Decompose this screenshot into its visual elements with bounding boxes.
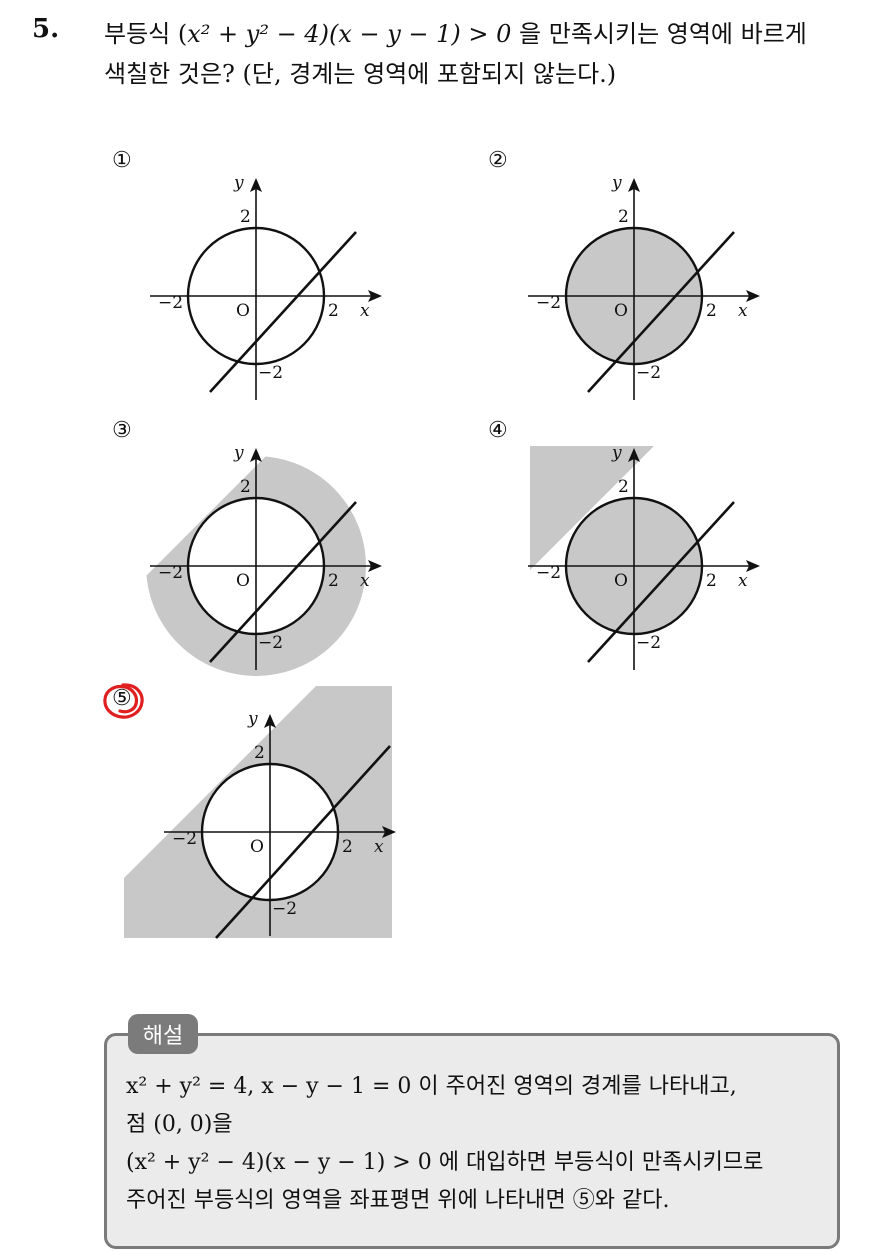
graph-3-origin: O <box>236 571 250 591</box>
solution-line-4: 주어진 부등식의 영역을 좌표평면 위에 나타내면 ⑤와 같다. <box>126 1188 670 1213</box>
graph-3-tick-xneg2: −2 <box>158 563 183 583</box>
graph-5-outer-shade <box>124 686 392 938</box>
graph-4-x-arrow-icon <box>746 560 760 572</box>
graph-1-x-arrow-icon <box>368 290 382 302</box>
graph-3-tick-x2: 2 <box>328 571 339 591</box>
solution-line-1: x² + y² = 4, x − y − 1 = 0 이 주어진 영역의 경계를… <box>126 1074 737 1099</box>
graph-4-x-label: x <box>738 571 748 591</box>
graph-3-line <box>209 501 357 663</box>
graph-1-y-label: y <box>233 173 244 193</box>
graph-2-line <box>587 231 735 393</box>
graph-2-y-arrow-icon <box>628 178 640 192</box>
graph-5-tick-xneg2: −2 <box>172 829 197 849</box>
choice-4-label[interactable]: ④ <box>488 418 508 443</box>
graph-choice-5: y 2 −2 O 2 x −2 <box>124 686 396 939</box>
choice-2-label[interactable]: ② <box>488 148 508 173</box>
graph-5-tick-yneg2: −2 <box>272 899 297 919</box>
graph-3-y-arrow-icon <box>250 448 262 462</box>
graph-3-tick-y2: 2 <box>240 477 251 497</box>
graph-5-x-label: x <box>374 837 384 857</box>
solution-line-3: (x² + y² − 4)(x − y − 1) > 0 에 대입하면 부등식이… <box>126 1150 764 1175</box>
graph-3-y-label: y <box>233 443 244 463</box>
question-line-1-post: 을 만족시키는 영역에 바르게 <box>511 20 807 48</box>
graph-4-tick-xneg2: −2 <box>536 563 561 583</box>
graph-1-y-arrow-icon <box>250 178 262 192</box>
graph-5-line <box>215 745 391 939</box>
graph-5-tick-x2: 2 <box>342 837 353 857</box>
graph-4-tick-yneg2: −2 <box>636 633 661 653</box>
graph-5-tick-y2: 2 <box>254 743 265 763</box>
question-line-1: 부등식 (x² + y² − 4)(x − y − 1) > 0 을 만족시키는… <box>104 14 874 54</box>
solution-line-2: 점 (0, 0)을 <box>126 1112 233 1137</box>
solution-tag: 해설 <box>128 1014 198 1054</box>
graph-choice-1: y 2 −2 O 2 x −2 <box>150 173 382 400</box>
choice-1-label[interactable]: ① <box>112 148 132 173</box>
graph-2-y-label: y <box>611 173 622 193</box>
question-line-2: 색칠한 것은? (단, 경계는 영역에 포함되지 않는다.) <box>104 60 617 88</box>
graph-2-x-label: x <box>738 301 748 321</box>
question-number: 5. <box>32 14 60 44</box>
graph-2-x-arrow-icon <box>746 290 760 302</box>
solution-box <box>104 1033 840 1249</box>
graph-4-y-label: y <box>611 443 622 463</box>
question-text: 부등식 (x² + y² − 4)(x − y − 1) > 0 을 만족시키는… <box>104 14 874 94</box>
graph-2-tick-x2: 2 <box>706 301 717 321</box>
graph-3-tick-yneg2: −2 <box>258 633 283 653</box>
answer-mark-icon <box>103 683 144 719</box>
graph-1-tick-x2: 2 <box>328 301 339 321</box>
graph-2-tick-yneg2: −2 <box>636 363 661 383</box>
graph-4-tick-y2: 2 <box>618 477 629 497</box>
graph-1-line <box>209 231 357 393</box>
graph-2-tick-y2: 2 <box>618 207 629 227</box>
graph-1-tick-yneg2: −2 <box>258 363 283 383</box>
graph-2-origin: O <box>614 301 628 321</box>
graph-4-tick-x2: 2 <box>706 571 717 591</box>
question-line-1-pre: 부등식 ( <box>104 20 188 48</box>
graph-choice-4: y 2 −2 O 2 x −2 <box>528 443 760 670</box>
graph-3-x-arrow-icon <box>368 560 382 572</box>
graph-5-origin: O <box>250 837 264 857</box>
question-inequality: x² + y² − 4)(x − y − 1) > 0 <box>187 20 512 48</box>
graph-5-x-arrow-icon <box>382 826 396 838</box>
graph-choice-3: y 2 −2 O 2 x −2 <box>146 443 382 676</box>
choice-3-label[interactable]: ③ <box>112 418 132 443</box>
graph-4-line <box>587 501 735 663</box>
graph-1-tick-xneg2: −2 <box>158 293 183 313</box>
graph-3-x-label: x <box>360 571 370 591</box>
choice-5-label[interactable]: ⑤ <box>112 686 132 711</box>
solution-text: x² + y² = 4, x − y − 1 = 0 이 주어진 영역의 경계를… <box>126 1068 832 1220</box>
graph-2-tick-xneg2: −2 <box>536 293 561 313</box>
graph-4-origin: O <box>614 571 628 591</box>
graph-1-x-label: x <box>360 301 370 321</box>
graph-5-y-arrow-icon <box>264 714 276 728</box>
graph-1-origin: O <box>236 301 250 321</box>
graph-5-y-label: y <box>247 709 258 729</box>
graph-1-tick-y2: 2 <box>240 207 251 227</box>
graph-4-y-arrow-icon <box>628 448 640 462</box>
graph-choice-2: y 2 −2 O 2 x −2 <box>528 173 760 400</box>
